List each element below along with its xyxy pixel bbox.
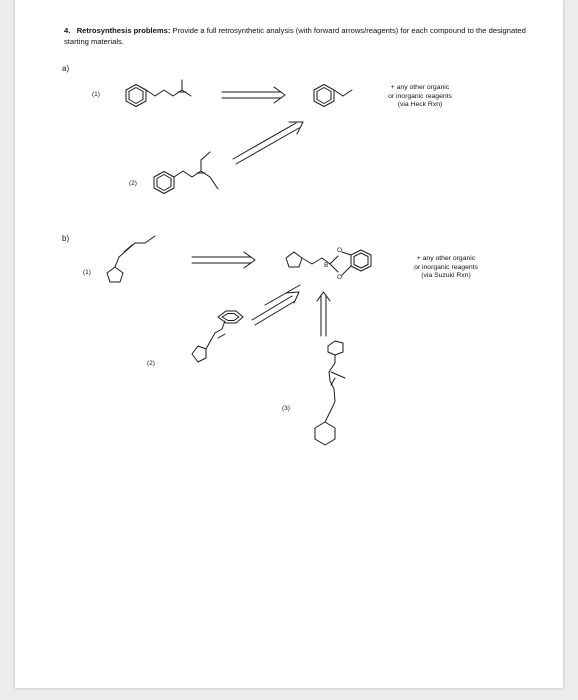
benzene-inner-catechol: [353, 252, 369, 269]
part-b-retro-arrow: [191, 251, 256, 269]
part-a-reagent-note: + any other organic or inorganic reagent…: [365, 84, 475, 110]
part-a-retro-arrow: [221, 86, 286, 104]
part-a-compound-2-label: (2): [129, 180, 137, 187]
part-a-label: a): [62, 64, 70, 73]
benzene-inner-ring-b2: [221, 313, 240, 321]
part-a-diagonal-arrow: [232, 121, 304, 165]
part-b-compound-2: [191, 310, 244, 363]
cyclopentane-ring-b2: [191, 345, 207, 363]
cyclopentyl-ring-b3: [327, 340, 344, 356]
question-instruction: Provide a full retrosynthetic analysis (…: [64, 26, 526, 46]
double-bond-mark-b2: [217, 333, 226, 339]
part-b-reagent-note: + any other organic or inorganic reagent…: [391, 255, 501, 281]
oxygen-atom-label-2: O: [337, 274, 342, 281]
cyclopentane-ring-target-b: [285, 251, 303, 268]
part-a-compound-2: [153, 151, 219, 194]
b-o-bond-1: [329, 255, 339, 265]
part-a-starting-material: [313, 84, 353, 107]
side-chain-b2: [205, 320, 226, 350]
part-b-note-line-3: (via Suzuki Rxn): [421, 272, 471, 280]
part-b-compound-3-label: (3): [282, 405, 290, 412]
b-o-bond-2: [329, 263, 339, 273]
vinyl-group-a: [333, 89, 353, 97]
side-chain-2: [173, 170, 211, 178]
benzene-ring-target-a: [313, 84, 335, 107]
chemical-structures: B O O: [106, 79, 372, 446]
part-b-compound-1: [106, 235, 156, 283]
benzene-inner-target-a: [316, 87, 332, 104]
vinyl-linker-b: [301, 257, 331, 265]
ring-link-b3: [324, 405, 334, 423]
question-heading: Retrosynthesis problems:: [76, 26, 171, 35]
part-b-label: b): [62, 234, 70, 243]
o-ring-bond-1: [341, 251, 352, 256]
part-a-compound-1-label: (1): [92, 91, 100, 98]
part-a-compound-1: [125, 79, 192, 107]
cyclohexane-ring-b3: [314, 421, 336, 446]
part-a-note-line-2: or inorganic reagents: [388, 92, 452, 100]
double-bond-mark-b1: [123, 244, 133, 253]
branch-b3: [330, 371, 346, 379]
methyl-branch-1a: [181, 89, 192, 97]
benzene-inner-ring-1: [128, 87, 144, 104]
question-text: 4. Retrosynthesis problems: Provide a fu…: [64, 25, 534, 47]
branch-2c: [209, 176, 219, 190]
part-b-compound-2-label: (2): [147, 360, 155, 367]
part-b-vertical-arrow: [316, 291, 331, 337]
branch-2b: [200, 151, 211, 161]
benzene-ring-b2: [217, 310, 244, 324]
benzene-ring-1: [125, 84, 147, 107]
double-bond-mark-b3: [330, 377, 336, 386]
part-b-compound-1-label: (1): [83, 269, 91, 276]
part-b-compound-3: [314, 340, 346, 446]
o-ring-bond-2: [341, 265, 352, 276]
chain-b3: [328, 354, 336, 402]
oxygen-atom-label-1: O: [337, 247, 342, 254]
part-b-note-line-2: or inorganic reagents: [414, 263, 478, 271]
cyclopentane-ring-b1: [106, 266, 124, 283]
side-chain-1: [145, 89, 183, 97]
part-b-starting-material: B O O: [285, 247, 372, 281]
question-number: 4.: [64, 26, 71, 35]
part-b-diagonal-arrow-upper: [264, 284, 301, 306]
part-a-note-line-1: + any other organic: [390, 84, 450, 91]
benzene-ring-2: [153, 171, 175, 194]
part-b-note-line-1: + any other organic: [416, 255, 476, 262]
part-b-diagonal-arrow-left: [251, 291, 300, 326]
side-chain-b1: [114, 235, 156, 268]
benzene-inner-ring-2: [156, 174, 172, 191]
document-page: 4. Retrosynthesis problems: Provide a fu…: [15, 0, 563, 688]
part-a-note-line-3: (via Heck Rxn): [397, 101, 443, 109]
ring-link-b3-end: [332, 400, 336, 407]
boron-atom-label: B: [324, 262, 328, 269]
